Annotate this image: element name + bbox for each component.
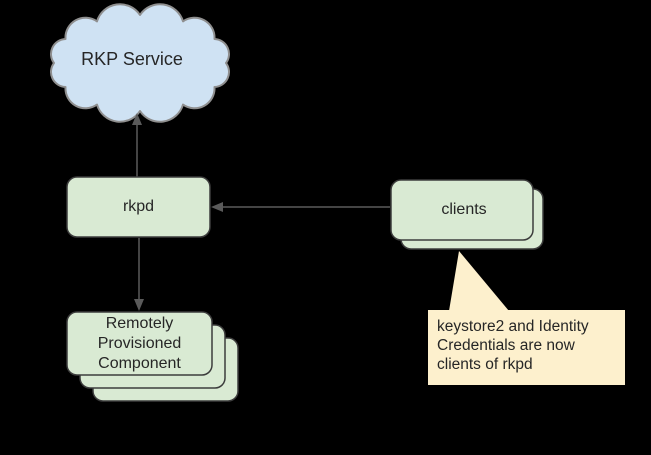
clients-label: clients [441,201,487,218]
rkp-service-label: RKP Service [81,48,183,69]
rkp-service-node [50,3,230,123]
callout-tail [449,251,509,311]
arrowhead-down-icon [134,299,144,311]
edge-rkpd-to-rkp-service [132,113,142,177]
arrowhead-up-icon [132,113,142,125]
rkpd-label: rkpd [122,198,155,215]
edge-rkpd-to-rpc [134,238,144,311]
arrowhead-left-icon [211,202,223,212]
cloud-shape [50,3,230,123]
clients-stack-front [390,179,534,241]
remotely-provisioned-component-label: Remotely Provisioned Component [97,314,182,372]
remotely-provisioned-component-node [66,311,239,402]
callout-note [428,251,625,385]
callout-body [428,310,625,385]
rkpd-node [66,176,211,238]
rpc-stack-front [66,311,213,376]
callout-text: keystore2 and Identity Credentials are n… [437,318,589,373]
edge-clients-to-rkpd [211,202,390,212]
clients-node [390,179,544,250]
